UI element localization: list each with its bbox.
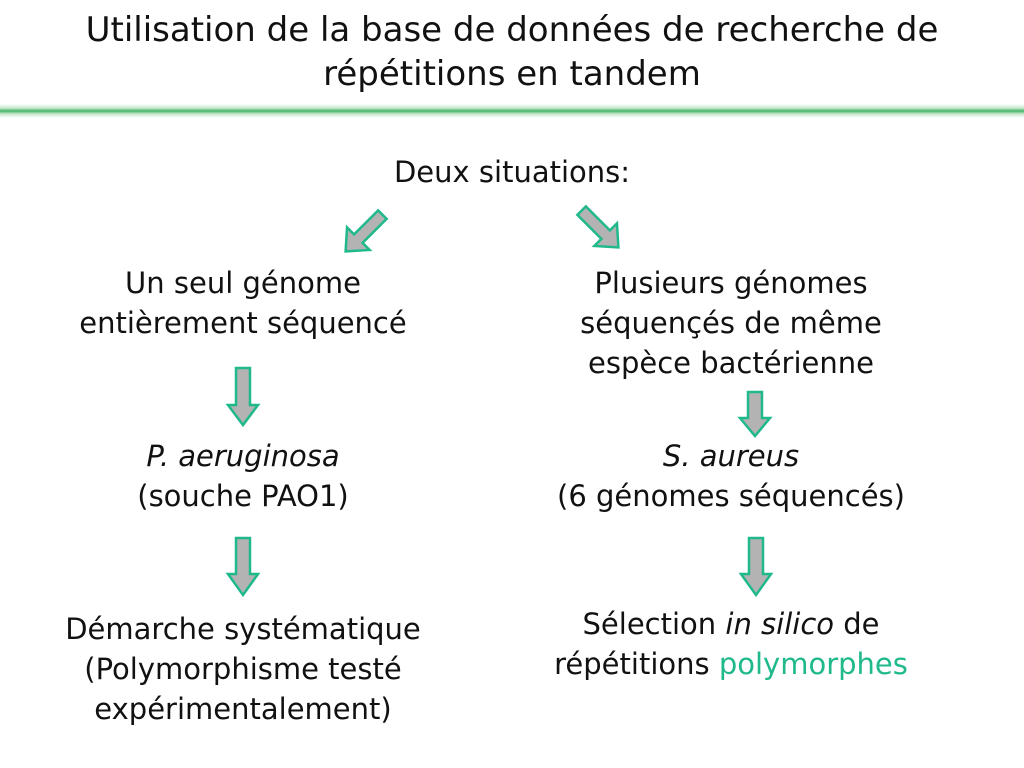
right-result-text-end: de	[834, 607, 880, 641]
left-heading-line-1: Un seul génome	[125, 266, 361, 300]
right-result-prefix: répétitions	[554, 647, 719, 681]
title-divider	[0, 104, 1024, 118]
left-result-line-2: (Polymorphisme testé	[84, 652, 402, 686]
left-heading: Un seul génome entièrement séquencé	[20, 263, 466, 343]
down-left-arrow-icon	[344, 208, 389, 253]
right-result-text: Sélection	[582, 607, 726, 641]
right-result-line-1: Sélection in silico de	[506, 604, 956, 644]
right-result-highlight: polymorphes	[718, 647, 908, 681]
right-organism: S. aureus (6 génomes séquencés)	[506, 436, 956, 516]
down-right-arrow-icon	[575, 204, 620, 249]
right-result-italic: in silico	[725, 607, 835, 641]
title-line-1: Utilisation de la base de données de rec…	[85, 10, 939, 50]
right-heading-line-3: espèce bactérienne	[588, 346, 874, 380]
down-arrow-icon	[225, 366, 261, 428]
left-species: P. aeruginosa	[146, 439, 340, 473]
left-heading-line-2: entièrement séquencé	[79, 306, 407, 340]
page-title: Utilisation de la base de données de rec…	[0, 8, 1024, 96]
right-strain: (6 génomes séquencés)	[557, 479, 905, 513]
down-arrow-icon	[738, 536, 774, 598]
down-arrow-icon	[737, 390, 773, 438]
right-species: S. aureus	[662, 439, 800, 473]
right-heading-line-1: Plusieurs génomes	[594, 266, 868, 300]
intro-text: Deux situations:	[393, 155, 631, 189]
right-result-line-2: répétitions polymorphes	[506, 644, 956, 684]
left-organism: P. aeruginosa (souche PAO1)	[20, 436, 466, 516]
left-strain: (souche PAO1)	[137, 479, 349, 513]
down-arrow-icon	[225, 536, 261, 598]
right-heading: Plusieurs génomes séquençés de même espè…	[506, 263, 956, 383]
left-result-line-3: expérimentalement)	[94, 692, 392, 726]
left-result-line-1: Démarche systématique	[65, 612, 421, 646]
title-line-2: répétitions en tandem	[323, 54, 701, 94]
right-result: Sélection in silico de répétitions polym…	[506, 604, 956, 684]
right-heading-line-2: séquençés de même	[580, 306, 882, 340]
left-result: Démarche systématique (Polymorphisme tes…	[20, 609, 466, 729]
